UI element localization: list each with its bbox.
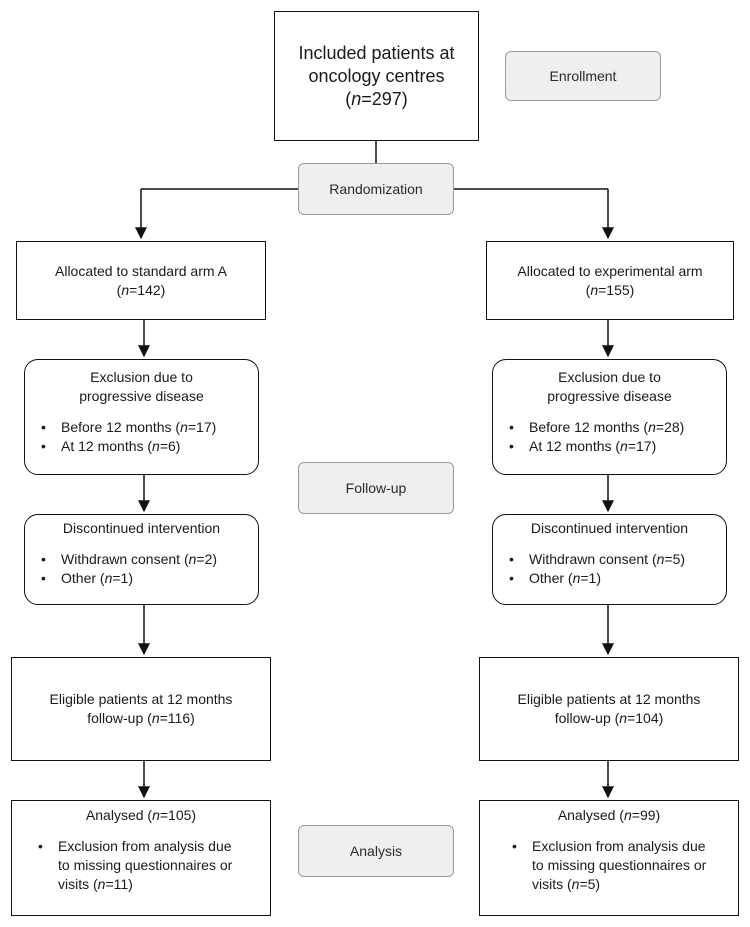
arm-a-discontinued-box: Discontinued intervention Withdrawn cons… — [24, 514, 259, 605]
list-item: Other (n=1) — [509, 569, 726, 588]
arm-b-exclusion-box: Exclusion due to progressive disease Bef… — [492, 359, 727, 475]
stage-follow-up-label: Follow-up — [345, 480, 407, 496]
arm-a-eligible-line2: follow-up (n=116) — [87, 710, 195, 726]
arm-b-exclusion-title-line1: Exclusion due to — [558, 369, 661, 385]
list-item: Withdrawn consent (n=5) — [509, 550, 726, 569]
arm-b-exclusion-list: Before 12 months (n=28) At 12 months (n=… — [493, 418, 726, 456]
arm-a-analysed-list: Exclusion from analysis due to missing q… — [12, 837, 270, 894]
enrollment-line2: oncology centres — [308, 65, 445, 86]
arm-a-analysed-title: Analysed (n=105) — [85, 807, 197, 823]
enrollment-line1: Included patients at — [298, 42, 455, 63]
enrollment-box: Included patients at oncology centres (n… — [274, 11, 479, 141]
arm-a-exclusion-title-line2: progressive disease — [79, 388, 204, 404]
list-item: At 12 months (n=6) — [41, 437, 258, 456]
stage-follow-up: Follow-up — [298, 462, 454, 514]
arm-a-exclusion-list: Before 12 months (n=17) At 12 months (n=… — [25, 418, 258, 456]
arm-b-exclusion-title-line2: progressive disease — [547, 388, 672, 404]
stage-randomization-label: Randomization — [329, 181, 423, 197]
arm-b-discontinued-title: Discontinued intervention — [530, 520, 689, 536]
arm-b-discontinued-box: Discontinued intervention Withdrawn cons… — [492, 514, 727, 605]
arm-b-discontinued-list: Withdrawn consent (n=5) Other (n=1) — [493, 550, 726, 588]
stage-enrollment: Enrollment — [505, 51, 661, 101]
stage-analysis: Analysis — [298, 825, 454, 877]
arm-a-analysed-box: Analysed (n=105) Exclusion from analysis… — [11, 800, 271, 916]
arm-a-exclusion-box: Exclusion due to progressive disease Bef… — [24, 359, 259, 475]
arm-b-analysed-list: Exclusion from analysis due to missing q… — [480, 837, 738, 894]
arm-a-eligible-box: Eligible patients at 12 months follow-up… — [11, 657, 271, 761]
list-item: Other (n=1) — [41, 569, 258, 588]
arm-a-exclusion-title-line1: Exclusion due to — [90, 369, 193, 385]
stage-randomization: Randomization — [298, 163, 454, 215]
arm-a-discontinued-list: Withdrawn consent (n=2) Other (n=1) — [25, 550, 258, 588]
arm-a-eligible-line1: Eligible patients at 12 months — [49, 691, 233, 707]
arm-b-analysed-box: Analysed (n=99) Exclusion from analysis … — [479, 800, 739, 916]
arm-b-analysed-title: Analysed (n=99) — [557, 807, 661, 823]
list-item: Before 12 months (n=17) — [41, 418, 258, 437]
arm-a-discontinued-title: Discontinued intervention — [62, 520, 221, 536]
list-item: Exclusion from analysis due to missing q… — [512, 837, 738, 894]
list-item: Exclusion from analysis due to missing q… — [38, 837, 270, 894]
arm-b-allocated-title: Allocated to experimental arm — [517, 262, 703, 279]
arm-a-allocated-count: (n=142) — [116, 281, 166, 298]
arm-b-eligible-box: Eligible patients at 12 months follow-up… — [479, 657, 739, 761]
list-item: Withdrawn consent (n=2) — [41, 550, 258, 569]
arm-b-eligible-line2: follow-up (n=104) — [554, 710, 664, 726]
stage-enrollment-label: Enrollment — [549, 68, 617, 84]
arm-b-eligible-line1: Eligible patients at 12 months — [517, 691, 701, 707]
arm-b-allocated-count: (n=155) — [585, 281, 635, 298]
stage-analysis-label: Analysis — [349, 843, 403, 859]
arm-a-allocated-title: Allocated to standard arm A — [55, 262, 227, 279]
list-item: Before 12 months (n=28) — [509, 418, 726, 437]
enrollment-count: (n=297) — [345, 88, 408, 109]
arm-a-allocated-box: Allocated to standard arm A (n=142) — [16, 241, 266, 320]
arm-b-allocated-box: Allocated to experimental arm (n=155) — [486, 241, 734, 320]
list-item: At 12 months (n=17) — [509, 437, 726, 456]
